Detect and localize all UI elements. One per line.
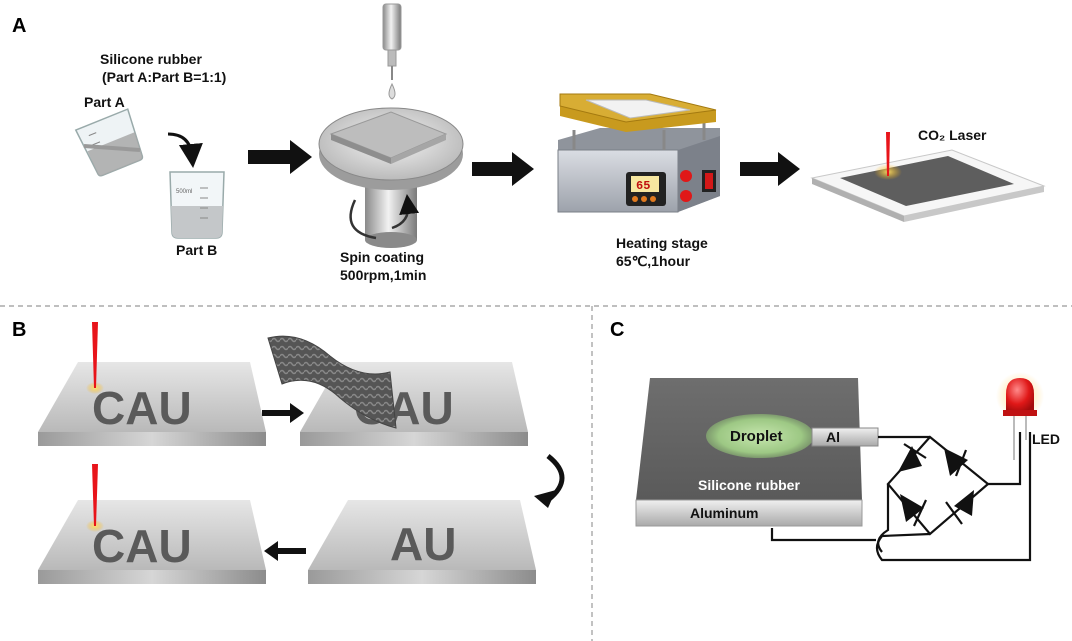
engraved-text-3: AU xyxy=(390,518,456,570)
arrow-b-right xyxy=(262,403,304,423)
panel-c: C Droplet Al Silicone rubber Aluminum xyxy=(610,319,1060,562)
arrow-b-left xyxy=(264,541,306,561)
panel-b: B CAU CAU AU xyxy=(12,319,565,584)
panel-b-letter: B xyxy=(12,319,26,341)
diode-icon xyxy=(944,448,968,477)
rubber-title: Silicone rubber xyxy=(100,51,202,67)
diode-icon xyxy=(900,494,927,527)
rubber-ratio: (Part A:Part B=1:1) xyxy=(102,69,226,85)
slab-reengraving: CAU xyxy=(38,464,266,584)
heating-stage-icon: 65 xyxy=(557,93,720,213)
diode-icon xyxy=(898,443,927,472)
peeled-film xyxy=(267,335,397,429)
panel-a: A Silicone rubber (Part A:Part B=1:1) Pa… xyxy=(12,3,1046,283)
laser-title: CO₂ Laser xyxy=(918,127,987,143)
beaker-volume-mark: 500ml xyxy=(176,189,192,195)
spin-title: Spin coating xyxy=(340,249,424,265)
part-a-label: Part A xyxy=(84,94,125,110)
engraved-text-1: CAU xyxy=(92,382,192,434)
heater-display: 65 xyxy=(636,179,650,193)
pour-arrow-icon xyxy=(167,132,203,168)
droplet xyxy=(706,414,814,458)
laser-plate-icon xyxy=(810,132,1046,222)
heat-params: 65℃,1hour xyxy=(616,253,691,269)
beaker-part-a-icon xyxy=(74,108,144,177)
bridge-rectifier xyxy=(770,432,1032,562)
laser-beam-icon xyxy=(886,132,890,176)
device-stack: Droplet Al Silicone rubber Aluminum xyxy=(635,378,879,527)
slab-engraving: CAU xyxy=(38,322,266,446)
heat-title: Heating stage xyxy=(616,235,708,251)
al-label: Al xyxy=(826,429,840,445)
panel-c-letter: C xyxy=(610,319,624,341)
led-label: LED xyxy=(1032,431,1060,447)
engraved-text-4: CAU xyxy=(92,520,192,572)
beaker-part-b-icon: 500ml xyxy=(169,171,225,239)
pour-stream xyxy=(83,144,141,152)
laser-beam-b2-icon xyxy=(92,464,98,526)
aluminum-label: Aluminum xyxy=(690,505,758,521)
process-arrow-3 xyxy=(740,152,800,186)
diode-icon xyxy=(945,490,974,525)
silicone-label: Silicone rubber xyxy=(698,477,800,493)
slab-partial: AU xyxy=(308,500,536,584)
spin-params: 500rpm,1min xyxy=(340,267,426,283)
part-b-label: Part B xyxy=(176,242,217,258)
al-electrode xyxy=(811,427,879,447)
spin-coater-icon xyxy=(318,3,464,248)
droplet-label: Droplet xyxy=(730,428,783,445)
led-icon xyxy=(996,372,1044,460)
process-arrow-1 xyxy=(248,140,312,174)
panel-a-letter: A xyxy=(12,15,26,37)
process-arrow-2 xyxy=(472,152,534,186)
slab-peeling: CAU xyxy=(267,335,528,446)
laser-beam-b1-icon xyxy=(92,322,98,388)
